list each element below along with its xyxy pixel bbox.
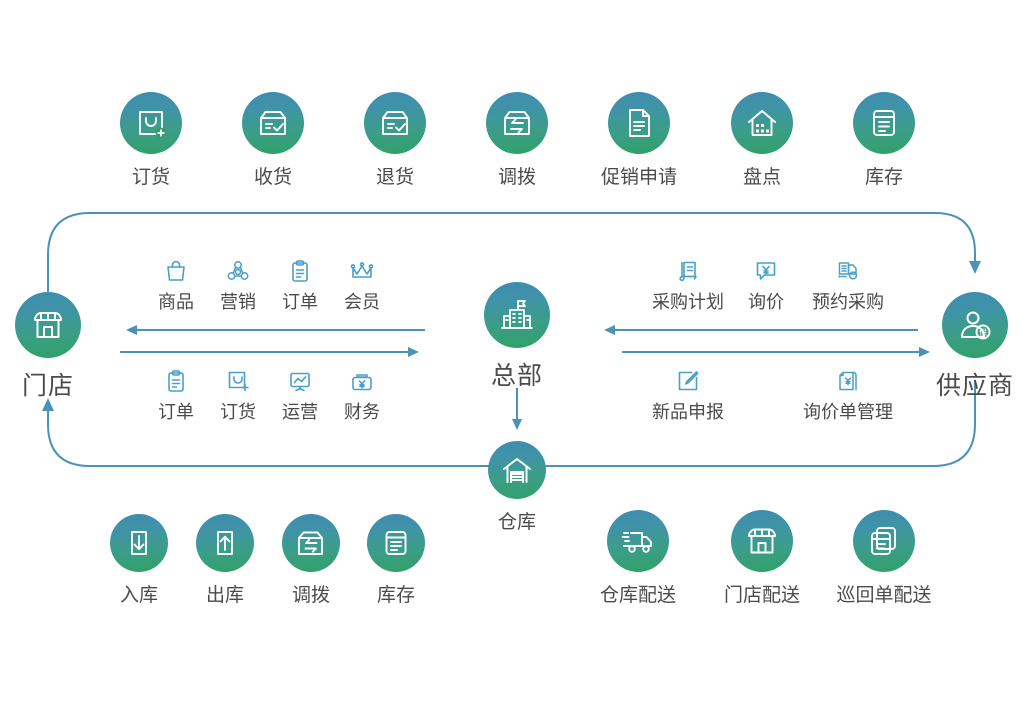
micro-label: 订货 <box>220 402 256 423</box>
return-box-check-icon <box>364 92 426 154</box>
order-bag-plus-icon <box>223 366 253 396</box>
node-label: 巡回单配送 <box>836 584 932 606</box>
node-label: 仓库配送 <box>599 584 677 606</box>
node-label: 调拨 <box>497 166 537 188</box>
node-label: 总部 <box>490 361 544 390</box>
receive-box-check-icon <box>242 92 304 154</box>
micro-label: 营销 <box>220 292 256 313</box>
order-clipboard-icon <box>285 256 315 286</box>
supplier-person-icon: 供 <box>942 292 1008 358</box>
node-label: 库存 <box>376 584 416 606</box>
warehouse-icon <box>488 441 546 499</box>
purchase-plan-icon <box>673 256 703 286</box>
node-label: 促销申请 <box>600 166 678 188</box>
micro-label: 新品申报 <box>652 402 724 423</box>
node-label: 入库 <box>119 584 159 606</box>
node-label: 调拨 <box>291 584 331 606</box>
member-crown-icon <box>347 256 377 286</box>
finance-yen-case-icon <box>347 366 377 396</box>
svg-text:供: 供 <box>979 327 987 337</box>
node-label: 出库 <box>205 584 245 606</box>
node-label: 仓库 <box>497 511 537 533</box>
micro-label: 采购计划 <box>652 292 724 313</box>
inventory-list-icon <box>853 92 915 154</box>
node-label: 收货 <box>253 166 293 188</box>
micro-label: 运营 <box>282 402 318 423</box>
stocktake-house-icon <box>731 92 793 154</box>
micro-label: 预约采购 <box>812 292 884 313</box>
promotion-document-icon <box>608 92 670 154</box>
micro-label: 订单 <box>282 292 318 313</box>
marketing-network-icon <box>223 256 253 286</box>
micro-label: 会员 <box>344 292 380 313</box>
node-label: 供应商 <box>935 371 1015 400</box>
store-front-icon <box>15 292 81 358</box>
node-label: 退货 <box>375 166 415 188</box>
node-label: 库存 <box>864 166 904 188</box>
micro-label: 财务 <box>344 402 380 423</box>
multi-document-icon <box>853 510 915 572</box>
scheduled-purchase-icon <box>833 256 863 286</box>
micro-label: 订单 <box>158 402 194 423</box>
node-label: 门店 <box>21 371 75 400</box>
transfer-box-arrows-icon <box>282 514 340 572</box>
node-label: 门店配送 <box>723 584 801 606</box>
inquiry-yen-icon <box>751 256 781 286</box>
transfer-box-arrows-icon <box>486 92 548 154</box>
outbound-arrow-up-icon <box>196 514 254 572</box>
inbound-arrow-down-icon <box>110 514 168 572</box>
micro-label: 商品 <box>158 292 194 313</box>
inventory-list-icon <box>367 514 425 572</box>
headquarters-building-icon <box>484 282 550 348</box>
inquiry-sheet-icon <box>833 366 863 396</box>
delivery-truck-icon <box>607 510 669 572</box>
micro-label: 询价单管理 <box>803 402 893 423</box>
product-bag-icon <box>161 256 191 286</box>
new-product-pencil-icon <box>673 366 703 396</box>
order-clipboard-icon <box>161 366 191 396</box>
operations-chart-icon <box>285 366 315 396</box>
order-bag-plus-icon <box>120 92 182 154</box>
store-front-icon <box>731 510 793 572</box>
node-label: 盘点 <box>742 166 782 188</box>
node-label: 订货 <box>131 166 171 188</box>
micro-label: 询价 <box>748 292 784 313</box>
